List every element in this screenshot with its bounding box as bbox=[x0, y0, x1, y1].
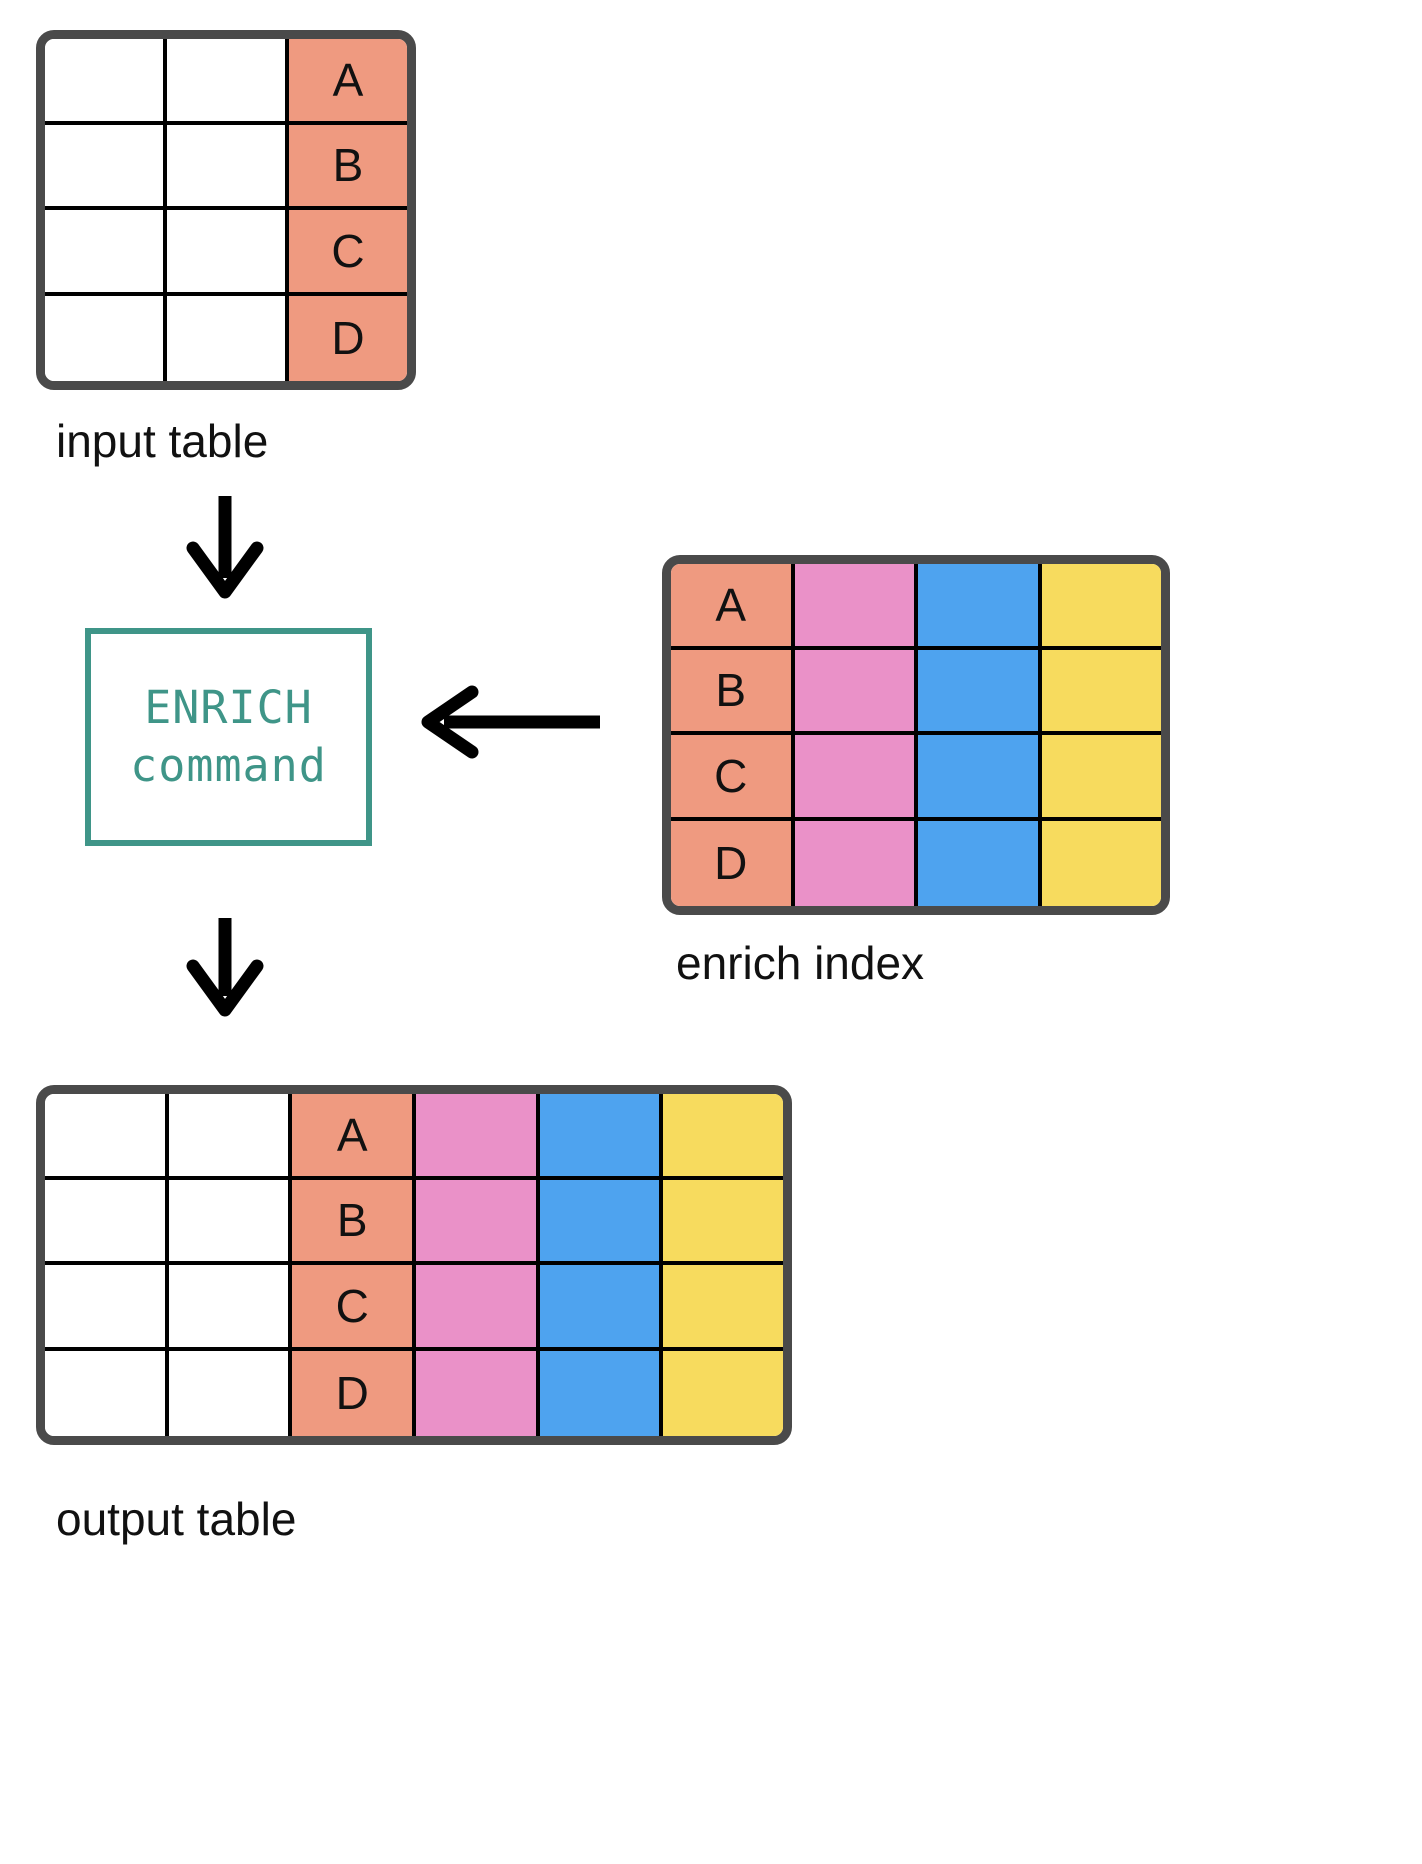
output-table-cell: C bbox=[292, 1265, 417, 1351]
input-table-row: C bbox=[45, 210, 407, 296]
enrich-command-box[interactable]: ENRICH command bbox=[85, 628, 372, 846]
enrich-index-table-cell bbox=[918, 649, 1042, 735]
enrich-index-table-row: C bbox=[671, 735, 1161, 821]
enrich-index-table-cell: D bbox=[671, 820, 795, 906]
enrich-index-table-cell bbox=[918, 735, 1042, 821]
enrich-index-table-cell bbox=[918, 564, 1042, 650]
output-table-cell bbox=[663, 1179, 783, 1265]
output-table-cell bbox=[45, 1265, 169, 1351]
enrich-index-table-row: D bbox=[671, 820, 1161, 906]
output-table-cell bbox=[45, 1350, 169, 1436]
enrich-command-line-2: command bbox=[130, 739, 327, 792]
output-table-cell bbox=[539, 1179, 664, 1265]
enrich-index-table-cell bbox=[1041, 735, 1161, 821]
enrich-index-table-cell bbox=[794, 649, 918, 735]
output-table-cell bbox=[416, 1265, 540, 1351]
input-table-cell: C bbox=[289, 210, 407, 296]
enrich-index-caption: enrich index bbox=[676, 937, 925, 989]
input-table-cell bbox=[45, 124, 167, 210]
arrow-input-to-command-icon bbox=[186, 496, 264, 599]
output-table-cell bbox=[416, 1350, 540, 1436]
input-table-cell: A bbox=[289, 39, 407, 125]
input-table-cell bbox=[167, 295, 289, 381]
output-table-cell bbox=[45, 1094, 169, 1180]
arrow-index-to-command-icon bbox=[421, 685, 600, 759]
enrich-index-table-cell bbox=[918, 820, 1042, 906]
output-table-cell bbox=[45, 1179, 169, 1265]
input-table-cell bbox=[167, 39, 289, 125]
output-table-row: D bbox=[45, 1350, 783, 1436]
input-table-cell bbox=[167, 210, 289, 296]
output-table-caption: output table bbox=[56, 1493, 297, 1545]
enrich-index-table-cell: B bbox=[671, 649, 795, 735]
output-table-cell bbox=[168, 1265, 293, 1351]
output-table-cell: A bbox=[292, 1094, 417, 1180]
output-table-row: B bbox=[45, 1179, 783, 1265]
arrow-command-to-output-icon bbox=[186, 918, 264, 1017]
enrich-command-line-1: ENRICH bbox=[144, 681, 313, 735]
input-table-cell bbox=[167, 124, 289, 210]
input-table-cell bbox=[45, 210, 167, 296]
output-table-cell bbox=[663, 1094, 783, 1180]
enrich-index-table-row: B bbox=[671, 649, 1161, 735]
input-table-cell: B bbox=[289, 124, 407, 210]
output-table-cell bbox=[539, 1094, 664, 1180]
enrich-index-table-cell bbox=[1041, 820, 1161, 906]
output-table-cell bbox=[539, 1350, 664, 1436]
output-table-cell bbox=[416, 1179, 540, 1265]
enrich-index-table-cell: C bbox=[671, 735, 795, 821]
input-table-cell bbox=[45, 295, 167, 381]
enrich-index-table-cell bbox=[1041, 564, 1161, 650]
enrich-index-table-row: A bbox=[671, 564, 1161, 650]
output-table-cell: B bbox=[292, 1179, 417, 1265]
output-table-row: A bbox=[45, 1094, 783, 1180]
output-table-cell bbox=[539, 1265, 664, 1351]
output-table-row: C bbox=[45, 1265, 783, 1351]
enrich-index-table-cell bbox=[794, 735, 918, 821]
output-table-cell bbox=[416, 1094, 540, 1180]
input-table-cell bbox=[45, 39, 167, 125]
output-table-cell bbox=[663, 1350, 783, 1436]
output-table-cell bbox=[168, 1350, 293, 1436]
input-table-row: D bbox=[45, 295, 407, 381]
enrich-index-table-cell bbox=[794, 820, 918, 906]
enrich-index-table-cell: A bbox=[671, 564, 795, 650]
enrich-index-table-cell bbox=[794, 564, 918, 650]
input-table-row: A bbox=[45, 39, 407, 125]
output-table-cell bbox=[168, 1094, 293, 1180]
output-table-cell: D bbox=[292, 1350, 417, 1436]
input-table-cell: D bbox=[289, 295, 407, 381]
enrich-index-table-cell bbox=[1041, 649, 1161, 735]
input-table-row: B bbox=[45, 124, 407, 210]
output-table-cell bbox=[168, 1179, 293, 1265]
output-table-cell bbox=[663, 1265, 783, 1351]
input-table-caption: input table bbox=[56, 415, 269, 467]
